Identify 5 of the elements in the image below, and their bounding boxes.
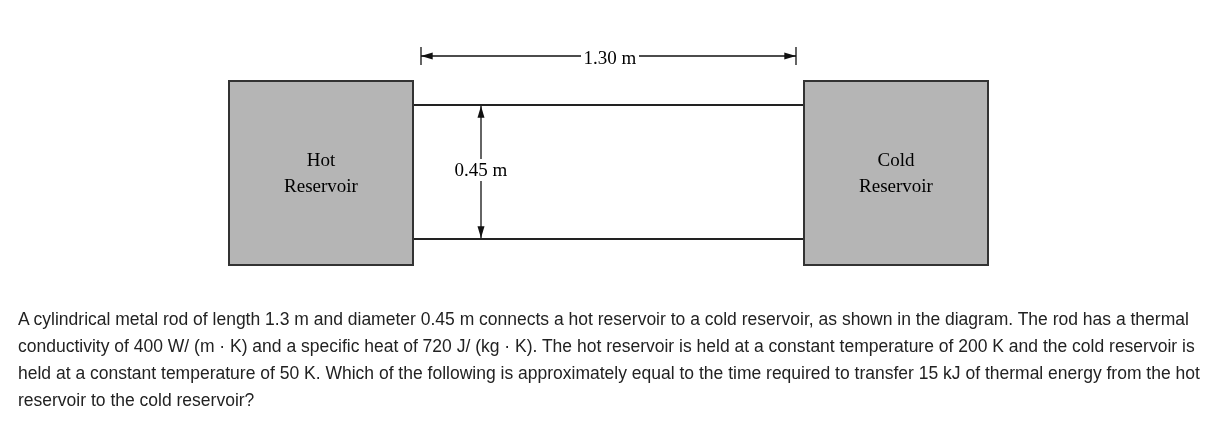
reservoir-label: Cold Reservoir bbox=[858, 148, 934, 198]
reservoir-label: Hot Reservoir bbox=[283, 148, 359, 198]
question-text: A cylindrical metal rod of length 1.3 m and diameter 0.45 m connects a hot reservoir to a cold reservoir, as shown in the diagram. The rod has a thermal conductivity of 400 W/ (m · K) and a specific heat of 720 J/ (kg · K). The hot reservoir is held at a constant temperature of 200 K and the cold reservoir is held at a constant temperature of 50 K. Which of the following is approximately equal to the time required to transfer 15 kJ of thermal energy from the hot reservoir to the cold reservoir? bbox=[18, 308, 1201, 412]
reservoir-block bbox=[803, 80, 989, 266]
reservoir-block bbox=[228, 80, 414, 266]
